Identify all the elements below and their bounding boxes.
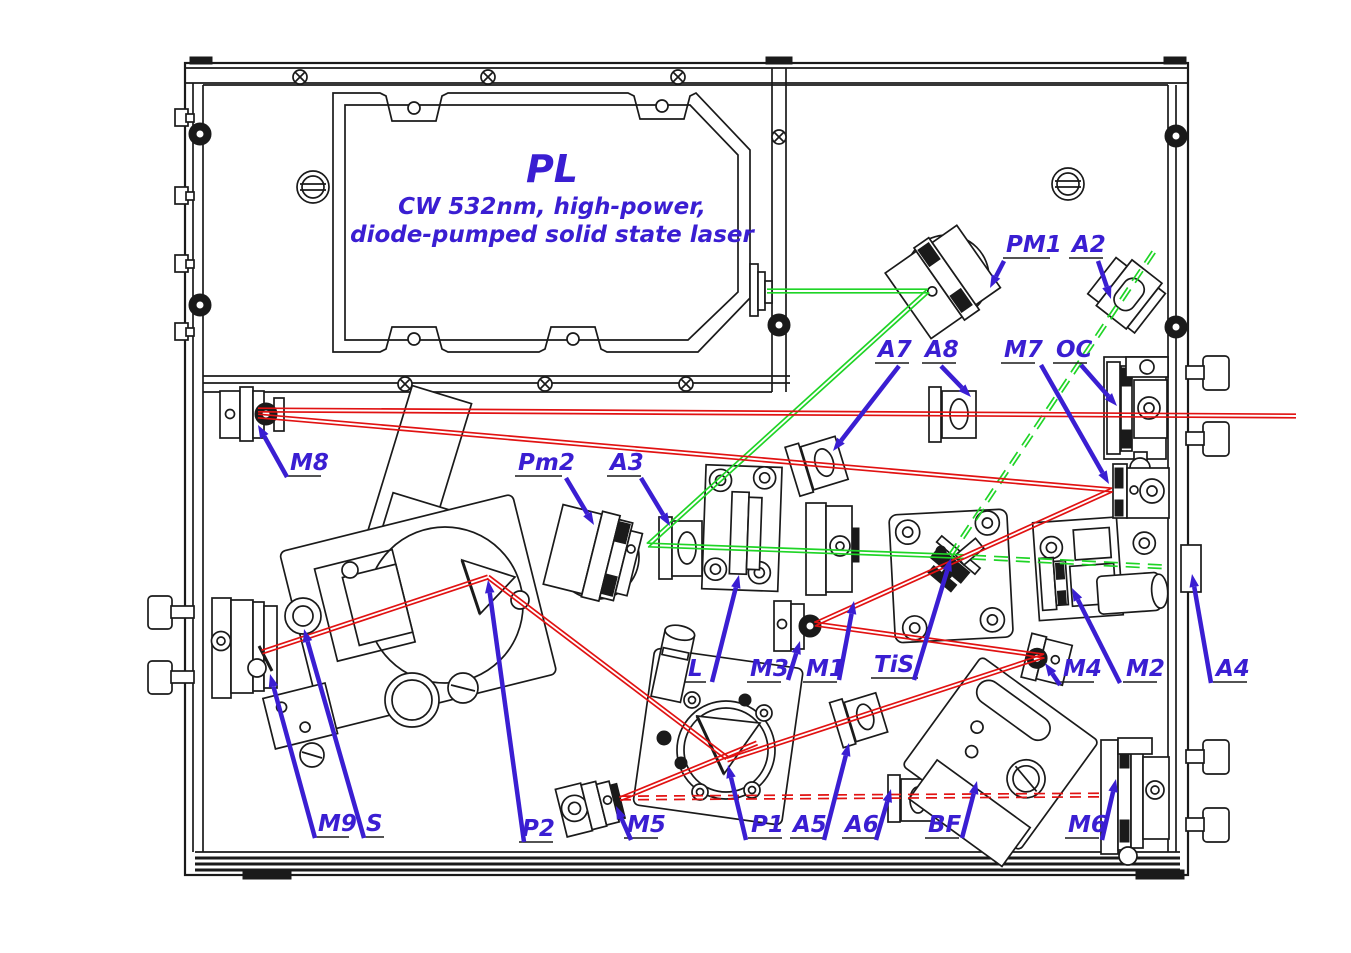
label-text-A5: A5 xyxy=(791,812,827,838)
left-wall-knobs xyxy=(147,108,195,695)
beam-aux-m5-to-m6 xyxy=(619,792,1107,801)
lens-l xyxy=(700,463,783,593)
beam-layer xyxy=(257,245,1297,802)
label-text-M7: M7 xyxy=(1004,337,1043,363)
aperture-a4 xyxy=(1180,544,1202,593)
label-text-M8: M8 xyxy=(290,450,329,476)
label-M6: M6 xyxy=(1065,779,1118,841)
output-coupler-oc xyxy=(1103,356,1169,479)
beam-cavity-m8-to-oc-output xyxy=(257,407,1297,419)
mirror-pm1 xyxy=(884,224,1002,340)
label-text-TiS: TiS xyxy=(874,652,914,678)
label-text-A6: A6 xyxy=(843,812,879,838)
label-Pm2: Pm2 xyxy=(515,450,594,525)
label-P2: P2 xyxy=(485,580,555,843)
slit-s xyxy=(284,597,322,635)
label-text-A7: A7 xyxy=(876,337,912,363)
label-text-P2: P2 xyxy=(522,816,555,842)
frame-cap-middle xyxy=(765,56,793,65)
beam-cavity-p2-to-p1 xyxy=(486,574,729,761)
mirror-m4 xyxy=(1020,632,1074,687)
label-text-A8: A8 xyxy=(923,337,959,363)
label-text-OC: OC xyxy=(1056,337,1093,363)
mirror-m2 xyxy=(1031,516,1169,622)
label-text-S: S xyxy=(366,811,383,837)
label-TiS: TiS xyxy=(871,558,952,681)
beam-cavity-m3-to-m4 xyxy=(814,621,1045,659)
label-text-P1: P1 xyxy=(751,812,784,838)
mirror-m7 xyxy=(1112,463,1170,519)
label-L: L xyxy=(685,575,741,683)
label-M7: M7 xyxy=(1001,337,1109,484)
prism-p1-assembly xyxy=(632,624,804,826)
label-text-pl-sub1: CW 532nm, high-power, xyxy=(398,194,706,220)
beam-cavity-m7-to-m3 xyxy=(813,487,1114,627)
beam-pump-pm1-to-pm2 xyxy=(646,289,930,547)
label-text-M1: M1 xyxy=(806,656,845,682)
label-layer: PL CW 532nm, high-power,diode-pumped soli… xyxy=(258,147,1250,843)
label-text-PM1: PM1 xyxy=(1006,232,1062,258)
label-text-M3: M3 xyxy=(750,656,789,682)
right-wall-knobs xyxy=(1180,355,1230,843)
label-text-M2: M2 xyxy=(1126,656,1165,682)
label-text-BF: BF xyxy=(928,812,962,838)
frame-foot-left xyxy=(242,869,292,880)
label-text-pl-title: PL xyxy=(526,147,578,191)
beam-cavity-m8-to-m7 xyxy=(257,413,1113,493)
label-M1: M1 xyxy=(803,601,857,683)
label-S: S xyxy=(302,629,384,839)
label-text-pl-sub2: diode-pumped solid state laser xyxy=(350,222,755,248)
beam-cavity-m5-to-p1 xyxy=(618,740,759,802)
label-A5: A5 xyxy=(790,743,851,841)
beam-pump-pl-to-pm1 xyxy=(767,288,928,294)
label-text-L: L xyxy=(688,656,703,682)
label-text-Pm2: Pm2 xyxy=(518,450,575,476)
label-text-M6: M6 xyxy=(1068,812,1107,838)
label-A6: A6 xyxy=(842,789,892,841)
label-M2: M2 xyxy=(1072,588,1165,685)
label-P1: P1 xyxy=(726,765,784,841)
label-pl-sub2: diode-pumped solid state laser xyxy=(350,222,755,248)
beam-pump-leak-tis-to-a2 xyxy=(947,245,1160,558)
frame-foot-right xyxy=(1135,869,1185,880)
label-M5: M5 xyxy=(616,806,666,841)
label-text-A2: A2 xyxy=(1070,232,1106,258)
label-A2: A2 xyxy=(1069,232,1112,299)
frame-cap-right xyxy=(1163,56,1187,65)
label-A7: A7 xyxy=(833,337,912,451)
label-OC: OC xyxy=(1053,337,1117,406)
beam-pump-leak-tis-to-a4 xyxy=(949,553,1168,570)
label-text-M9: M9 xyxy=(318,811,357,837)
label-text-A3: A3 xyxy=(608,450,644,476)
label-text-A4: A4 xyxy=(1214,656,1250,682)
beam-cavity-p2-to-m9 xyxy=(261,574,489,655)
pump-laser-box xyxy=(332,91,773,353)
mirror-m6 xyxy=(1100,737,1170,866)
label-M3: M3 xyxy=(747,641,801,683)
label-BF: BF xyxy=(925,781,979,839)
label-A8: A8 xyxy=(922,337,971,397)
deck-screws xyxy=(188,69,1188,392)
mirror-m5 xyxy=(554,780,627,838)
beam-cavity-m4-to-p1 xyxy=(726,653,1045,763)
frame-cap-left xyxy=(189,56,213,65)
label-pl-title: PL xyxy=(526,147,578,191)
label-A4: A4 xyxy=(1189,574,1250,684)
aperture-a8 xyxy=(928,386,977,443)
label-text-M5: M5 xyxy=(627,812,666,838)
beam-pump-pm2-to-tis xyxy=(647,542,951,559)
label-M4: M4 xyxy=(1045,656,1102,687)
label-pl-sub1: CW 532nm, high-power, xyxy=(398,194,706,220)
label-M9: M9 xyxy=(268,674,357,839)
tis-crystal-assembly xyxy=(888,508,1014,644)
label-text-M4: M4 xyxy=(1063,656,1102,682)
label-M8: M8 xyxy=(258,425,329,479)
label-PM1: PM1 xyxy=(990,232,1062,288)
label-A3: A3 xyxy=(607,450,670,526)
mirror-m3 xyxy=(773,600,822,652)
